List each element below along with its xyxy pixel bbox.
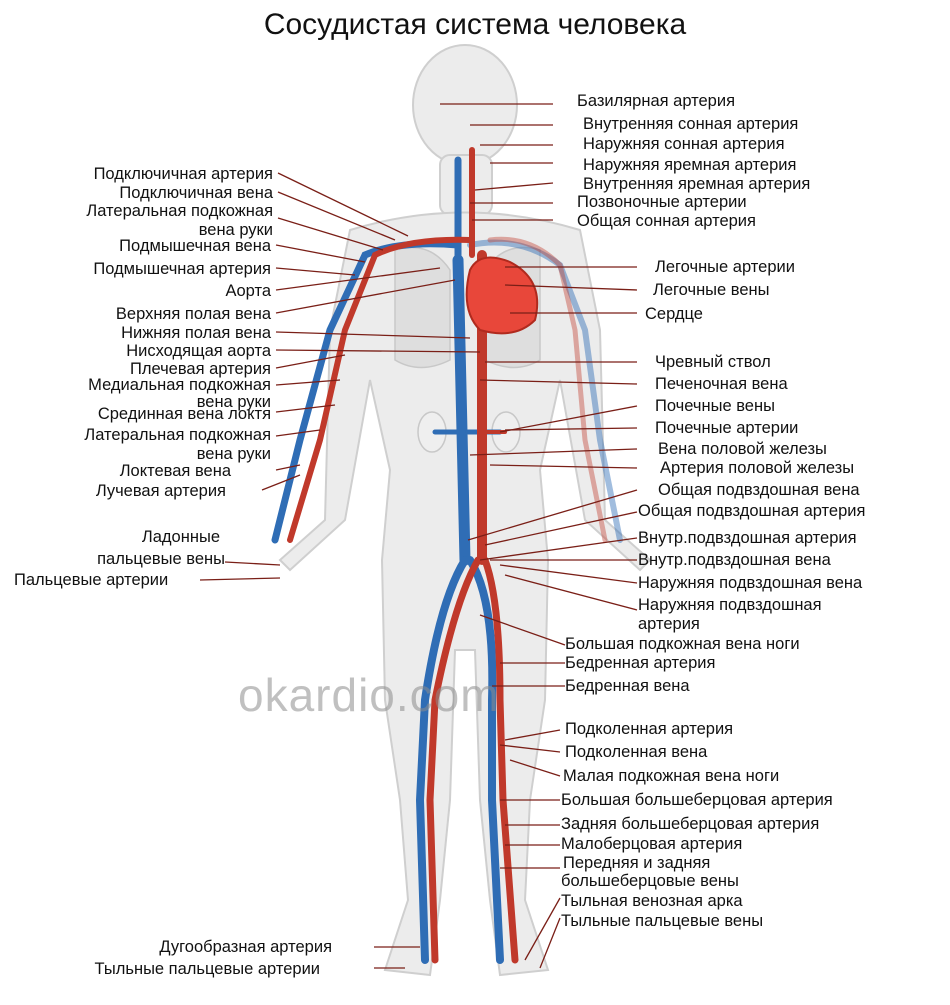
label-basilic-vein-1: Медиальная подкожная <box>88 376 271 394</box>
label-arcuate-artery: Дугообразная артерия <box>159 938 332 956</box>
leader-lines <box>199 103 638 969</box>
label-axillary-artery: Подмышечная артерия <box>93 260 271 278</box>
label-anterior-tibial-artery: Большая большеберцовая артерия <box>561 791 833 809</box>
label-aorta: Аорта <box>225 282 271 300</box>
label-external-iliac-vein: Наружняя подвздошная вена <box>638 574 863 592</box>
label-cephalic-vein-arm-1: Латеральная подкожная <box>84 426 271 444</box>
label-dorsal-venous-arch: Тыльная венозная арка <box>561 892 743 910</box>
label-palmar-2: пальцевые вены <box>97 550 225 568</box>
label-dorsal-digital-arteries: Тыльные пальцевые артерии <box>94 960 320 978</box>
label-common-iliac-vein: Общая подвздошная вена <box>658 481 860 499</box>
label-common-iliac-artery: Общая подвздошная артерия <box>638 502 866 520</box>
label-ulnar-vein: Локтевая вена <box>119 462 231 480</box>
label-femoral-vein: Бедренная вена <box>565 677 690 695</box>
label-posterior-tibial-artery: Задняя большеберцовая артерия <box>561 815 820 833</box>
label-peroneal-artery: Малоберцовая артерия <box>561 835 743 853</box>
label-femoral-artery: Бедренная артерия <box>565 654 716 672</box>
label-small-saphenous-vein: Малая подкожная вена ноги <box>563 767 780 785</box>
label-vertebral-arteries: Позвоночные артерии <box>577 193 747 211</box>
label-dorsal-digital-veins: Тыльные пальцевые вены <box>561 912 764 930</box>
watermark: okardio.com <box>238 669 500 721</box>
label-hepatic-vein: Печеночная вена <box>655 375 788 393</box>
label-celiac-trunk: Чревный ствол <box>655 353 771 371</box>
label-median-cubital-vein: Срединная вена локтя <box>97 405 271 423</box>
label-tibial-veins-1: Передняя и задняя <box>563 854 711 872</box>
label-internal-jugular: Внутренняя яремная артерия <box>583 175 811 193</box>
label-digital-arteries: Пальцевые артерии <box>14 571 169 589</box>
label-external-jugular: Наружняя яремная артерия <box>583 156 797 174</box>
label-great-saphenous-vein: Большая подкожная вена ноги <box>565 635 800 653</box>
label-basilar-artery: Базилярная артерия <box>577 92 736 110</box>
label-brachial-artery: Плечевая артерия <box>129 360 271 378</box>
label-descending-aorta: Нисходящая аорта <box>126 342 271 360</box>
label-cephalic-vein-2: вена руки <box>198 221 273 239</box>
label-subclavian-artery: Подключичная артерия <box>93 165 273 183</box>
label-common-carotid: Общая сонная артерия <box>577 212 756 230</box>
label-external-iliac-artery-1: Наружняя подвздошная <box>638 596 822 614</box>
label-internal-iliac-vein: Внутр.подвздошная вена <box>638 551 831 569</box>
label-subclavian-vein: Подключичная вена <box>119 184 273 202</box>
label-popliteal-artery: Подколенная артерия <box>565 720 734 738</box>
label-external-iliac-artery-2: артерия <box>638 615 700 633</box>
label-cephalic-vein-arm-2: вена руки <box>196 445 271 463</box>
heart-shape <box>465 256 539 335</box>
label-popliteal-vein: Подколенная вена <box>565 743 708 761</box>
label-superior-vena-cava: Верхняя полая вена <box>115 305 271 323</box>
label-tibial-veins-2: большеберцовые вены <box>561 872 739 890</box>
label-external-carotid: Наружняя сонная артерия <box>583 135 785 153</box>
diagram-title: Сосудистая система человека <box>263 8 687 41</box>
label-radial-artery: Лучевая артерия <box>95 482 226 500</box>
label-renal-veins: Почечные вены <box>655 397 775 415</box>
label-pulmonary-arteries: Легочные артерии <box>655 258 795 276</box>
label-gonadal-vein: Вена половой железы <box>658 440 827 458</box>
label-pulmonary-veins: Легочные вены <box>653 281 770 299</box>
label-axillary-vein: Подмышечная вена <box>119 237 271 255</box>
label-palmar-1: Ладонные <box>141 528 220 546</box>
label-renal-arteries: Почечные артерии <box>655 419 799 437</box>
label-heart: Сердце <box>645 305 703 323</box>
label-internal-iliac-artery: Внутр.подвздошная артерия <box>638 529 857 547</box>
label-gonadal-artery: Артерия половой железы <box>660 459 855 477</box>
label-internal-carotid: Внутренняя сонная артерия <box>583 115 799 133</box>
label-inferior-vena-cava: Нижняя полая вена <box>121 324 271 342</box>
label-cephalic-vein-1: Латеральная подкожная <box>86 202 273 220</box>
label-basilic-vein-2: вена руки <box>196 393 271 411</box>
